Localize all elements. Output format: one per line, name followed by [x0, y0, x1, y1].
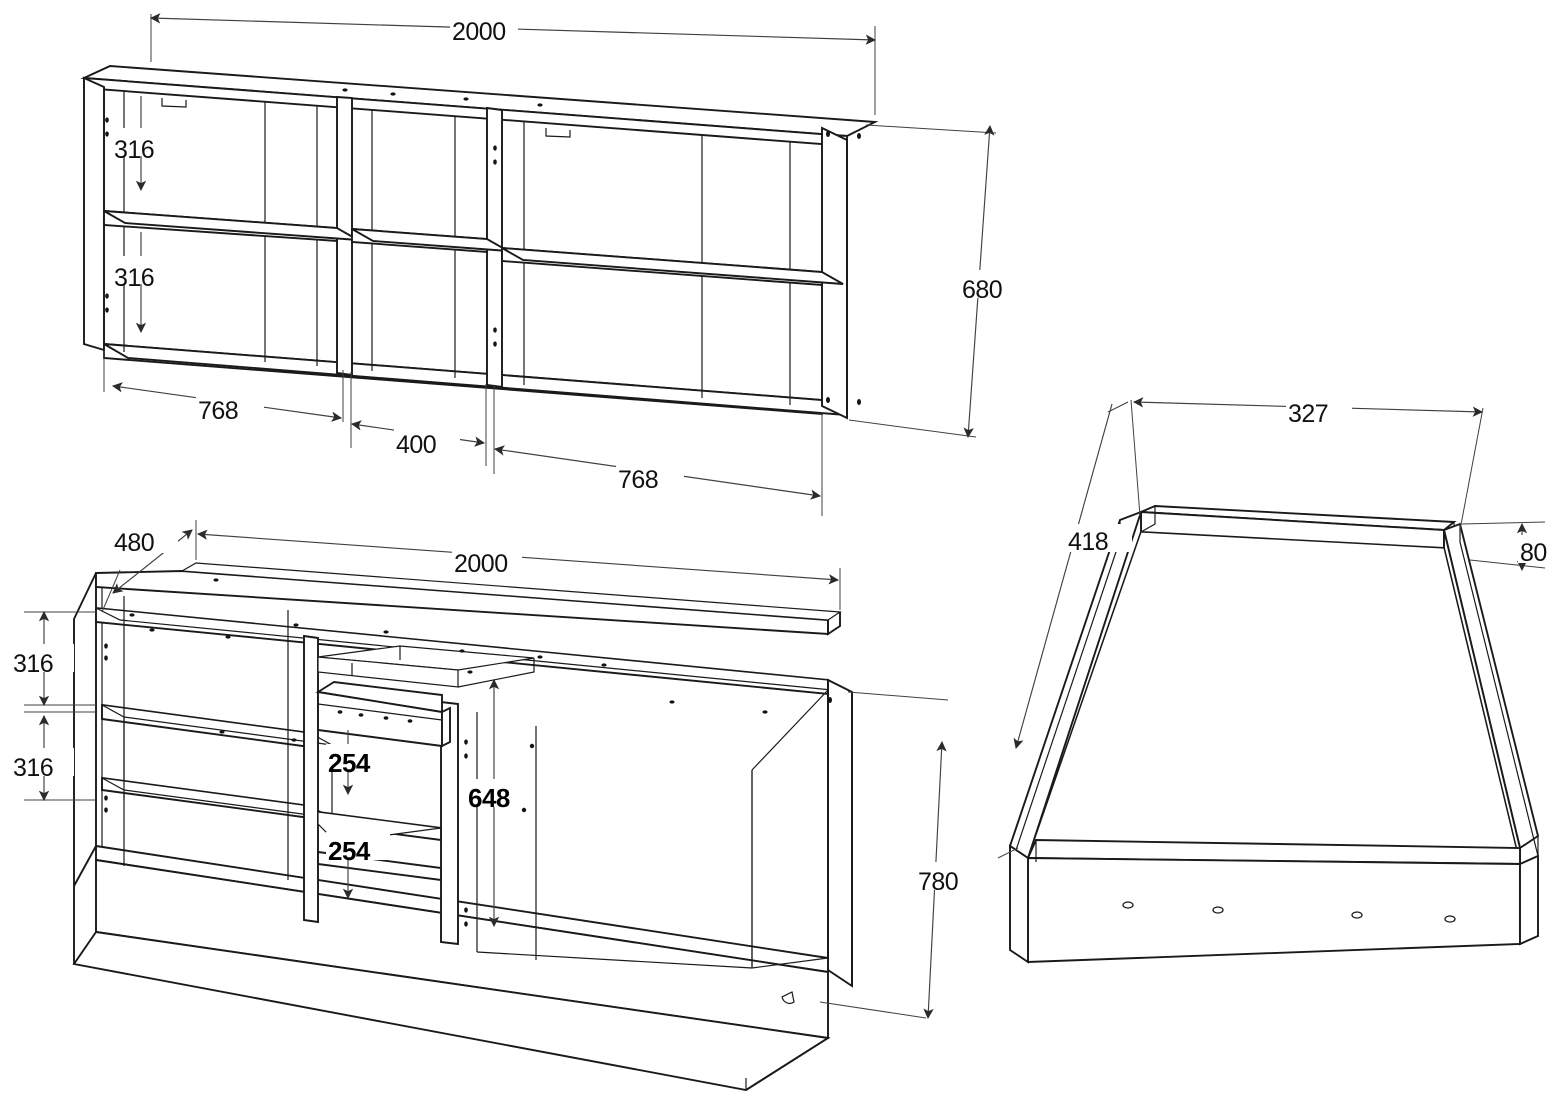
wall-cabinet-hole-group	[105, 88, 861, 405]
dimension-wall-bay-right: 768	[493, 386, 823, 516]
dimension-wall-upper-shelf: 316	[112, 96, 174, 192]
dimension-drawer-width: 327	[1130, 396, 1484, 531]
dimension-label-wall-lower-shelf: 316	[114, 264, 154, 292]
dimension-label-base-lower-shelf: 316	[13, 754, 53, 782]
dimension-base-width: 2000	[195, 520, 841, 610]
dimension-label-drawer-width: 327	[1288, 400, 1328, 428]
base-cabinet-drawer-frame-right	[457, 658, 535, 688]
base-cabinet-divider-2	[440, 700, 459, 946]
drawer-box-front-left-return	[1009, 844, 1029, 964]
base-cabinet-plinth-left-corner	[73, 845, 97, 887]
dimension-wall-height: 680	[848, 124, 1022, 439]
dimension-label-base-height: 780	[918, 868, 958, 896]
base-cabinet-drawer-side	[441, 706, 451, 748]
dimension-label-base-depth: 480	[114, 529, 154, 557]
base-cabinet-right-bay-corner	[751, 689, 829, 771]
dimension-wall-lower-shelf: 316	[112, 232, 174, 334]
view-base-cabinet: 480 2000 780 316	[12, 520, 980, 1092]
dimension-drawer-depth: 418	[997, 401, 1132, 859]
dimension-label-base-width: 2000	[454, 550, 508, 578]
dimension-label-base-drawer-upper: 254	[328, 748, 371, 778]
dimension-label-drawer-side-height: 80	[1520, 539, 1547, 567]
dimension-base-lower-shelf: 316	[12, 711, 96, 802]
dimension-base-height: 780	[819, 691, 980, 1020]
base-cabinet-leg-icon	[781, 991, 795, 1005]
base-cabinet-divider-1	[303, 634, 319, 924]
dimension-base-opening: 648	[466, 678, 532, 928]
wall-cabinet-hanger-bracket-left	[161, 98, 187, 108]
dimension-label-base-upper-shelf: 316	[13, 650, 53, 678]
drawer-box-front-panel	[1027, 857, 1521, 963]
dimension-label-wall-bay-right: 768	[618, 466, 658, 494]
dimension-base-drawer-lower: 254	[326, 832, 390, 900]
view-drawer-box: 327 418 80	[997, 396, 1557, 964]
dimension-base-drawer-upper: 254	[326, 730, 390, 796]
base-cabinet-left-side-outer	[73, 572, 97, 887]
wall-cabinet-hanger-bracket-right	[545, 128, 571, 138]
dimension-label-wall-width: 2000	[452, 18, 506, 46]
view-wall-cabinet: 2000 680 316 316 768	[80, 13, 1022, 516]
base-cabinet-right-side-panel	[827, 678, 853, 988]
base-cabinet-drawer-groove	[317, 703, 443, 721]
drawer-box-front-hole-group	[1122, 901, 1456, 923]
dimension-wall-bay-middle: 400	[350, 372, 487, 466]
base-cabinet-top-back-rail-end	[827, 612, 841, 636]
drawer-box-front-right-return	[1519, 854, 1539, 946]
dimension-label-base-opening: 648	[468, 783, 510, 813]
base-cabinet-plinth-bottom-right	[745, 1037, 829, 1091]
wall-cabinet-right-side-panel	[821, 126, 848, 420]
wall-cabinet-left-side-outer	[83, 76, 105, 352]
dimension-label-drawer-depth: 418	[1068, 528, 1108, 556]
wall-cabinet-shelf-right-face	[501, 247, 844, 285]
dimension-label-wall-upper-shelf: 316	[114, 136, 154, 164]
dimension-label-wall-bay-left: 768	[198, 397, 238, 425]
dimension-base-upper-shelf: 316	[12, 610, 96, 707]
dimension-wall-width: 2000	[149, 13, 877, 115]
dimension-label-wall-height: 680	[962, 276, 1002, 304]
dimension-label-wall-bay-middle: 400	[396, 431, 436, 459]
drawer-box-back-left-edge	[1140, 506, 1156, 533]
dimension-wall-bay-left: 768	[103, 350, 344, 425]
base-cabinet-drawer-hole-group	[337, 710, 413, 723]
dimension-label-base-drawer-lower: 254	[328, 836, 371, 866]
dimension-drawer-side-height: 80	[1461, 521, 1557, 572]
